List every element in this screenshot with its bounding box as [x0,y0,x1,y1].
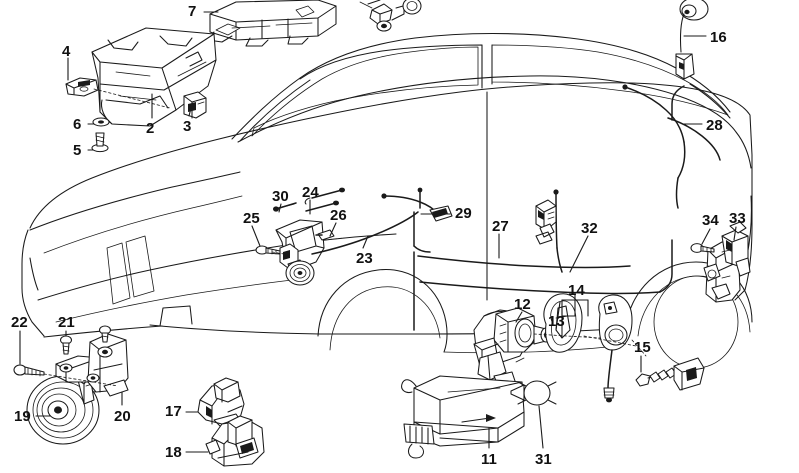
callout-18: 18 [165,444,182,461]
part-20-horn-bracket [55,333,129,397]
callout-5: 5 [73,142,82,159]
part-15-key [635,357,705,391]
callout-3: 3 [183,118,192,135]
callout-30: 30 [272,188,289,205]
callout-22: 22 [11,314,28,331]
callout-23: 23 [356,250,373,267]
callout-19: 19 [14,408,31,425]
callout-13: 13 [548,313,565,330]
part-27-wiring-harness-door [413,239,673,331]
callout-4: 4 [62,43,71,60]
part-22-bolt [13,364,119,387]
leader-lines [19,11,737,453]
callout-21: 21 [58,314,75,331]
part-11-control-module-ecu [401,375,525,459]
part-17-cover-cap-upper [197,377,245,427]
callout-32: 32 [581,220,598,237]
part-33-door-lock-actuator [703,221,751,303]
callout-11: 11 [481,451,497,468]
callout-28: 28 [706,117,723,134]
callout-7: 7 [188,3,197,20]
callout-20: 20 [114,408,131,425]
callout-14: 14 [568,282,585,299]
part-3-relay-retainer [183,91,207,119]
callout-15: 15 [634,339,651,356]
part-28-wiring-harness-rear [622,84,721,209]
part-5-screw [91,132,109,153]
part-21-screw-horn-bracket [59,325,112,355]
part-7-relay-box-upper [207,0,337,47]
callout-33: 33 [729,210,746,227]
callout-25: 25 [243,210,260,227]
part-34-screw-actuator [690,243,715,253]
part-12-ignition-lock-housing [473,307,552,391]
door-latch-small-midbody [535,199,557,245]
callout-16: 16 [710,29,727,46]
part-16-antenna-lead-switch [675,0,709,80]
part-32-harness-branch [553,189,563,273]
part-31-bulb-lamp [510,380,557,406]
callout-29: 29 [455,205,472,222]
assembly-axis-dashed [93,88,647,357]
callout-26: 26 [330,207,347,224]
callout-2: 2 [146,120,155,137]
part-29-harness-connector [381,187,453,253]
callout-12: 12 [514,296,531,313]
callout-17: 17 [165,403,182,420]
callout-27: 27 [492,218,509,235]
rod-linkage-cluster [255,187,419,286]
part-18-cover-cap-lower [205,415,265,467]
callout-6: 6 [73,116,82,133]
part-14-lock-cylinder-set [598,294,633,403]
callout-34: 34 [702,212,719,229]
top-edge-clipped-hardware [359,0,422,32]
callout-31: 31 [535,451,552,468]
part-6-washer [92,117,110,127]
part-4-bracket-clip [65,77,99,97]
callout-24: 24 [302,184,319,201]
